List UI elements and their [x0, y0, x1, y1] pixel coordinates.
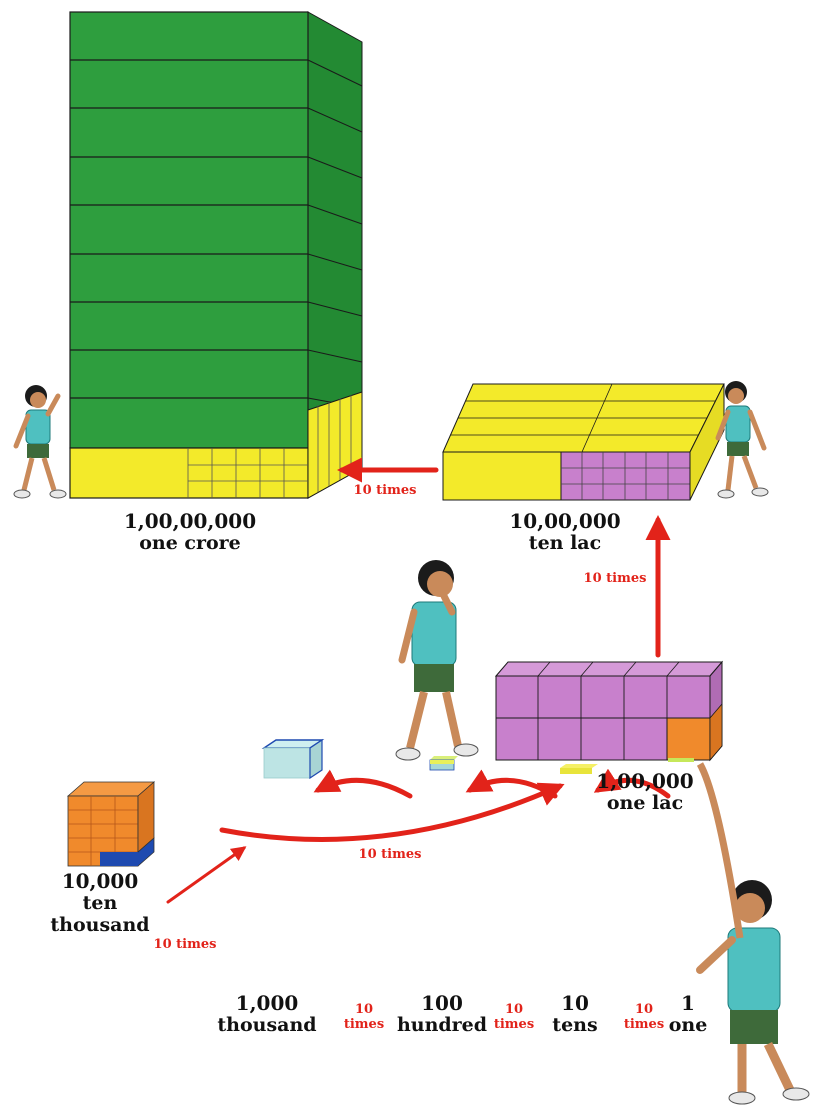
one-crore-block: [69, 11, 363, 499]
label-crore: 1,00,00,000 one crore: [120, 510, 260, 555]
child-holding-stick-icon: [696, 762, 810, 1105]
times-label-one-to-ten: 10 times: [614, 1002, 674, 1033]
label-ten-lac: 10,00,000 ten lac: [495, 510, 635, 555]
arrow-thousand-to-ten-thousand: [166, 846, 247, 904]
thousand-number: 1,000: [235, 991, 299, 1015]
times-label-ten-to-hundred-line2: times: [493, 1016, 535, 1032]
label-ten-thousand: 10,000 ten thousand: [40, 870, 160, 937]
tens-number: 10: [561, 991, 589, 1015]
times-label-ten-lac-to-crore: 10 times: [353, 483, 417, 498]
thousand-block: [261, 738, 325, 780]
times-label-hundred-to-thousand: 10 times: [334, 1002, 394, 1033]
ten-thousand-number: 10,000: [61, 869, 139, 893]
one-lac-block: [494, 660, 724, 762]
label-hundred: 100 hundred: [392, 992, 492, 1037]
lac-number: 1,00,000: [596, 769, 694, 793]
ten-lac-block: [442, 383, 725, 501]
times-label-lac-to-ten-lac: 10 times: [583, 571, 647, 586]
ten-lac-number: 10,00,000: [509, 509, 621, 533]
label-one: 1 one: [664, 992, 712, 1037]
times-label-one-to-ten-line2: times: [623, 1016, 665, 1032]
one-word: one: [668, 1014, 708, 1036]
child-thinking-icon: [395, 560, 479, 761]
arrow-ten-thousand-to-lac: [219, 782, 565, 842]
times-label-hundred-to-thousand-line1: 10: [354, 1002, 374, 1017]
times-label-hundred-to-thousand-line2: times: [343, 1016, 385, 1032]
arrow-one-to-ten: [593, 768, 671, 799]
times-label-one-to-ten-line1: 10: [634, 1002, 654, 1017]
thousand-word: thousand: [217, 1014, 317, 1036]
hundred-block: [429, 756, 458, 771]
arrow-hundred-to-thousand: [313, 769, 413, 799]
times-label-ten-thousand-to-lac: 10 times: [358, 847, 422, 862]
ten-thousand-word-line1: ten: [82, 892, 118, 914]
one-block: [668, 758, 694, 762]
tens-block: [560, 764, 598, 774]
arrow-ten-to-hundred: [465, 769, 558, 799]
tens-word: tens: [552, 1014, 598, 1036]
crore-number: 1,00,00,000: [123, 509, 257, 533]
hundred-word: hundred: [396, 1014, 488, 1036]
label-thousand: 1,000 thousand: [212, 992, 322, 1037]
child-leaning-icon: [715, 381, 769, 499]
label-lac: 1,00,000 one lac: [580, 770, 710, 815]
arrow-lines: [166, 457, 671, 904]
times-label-ten-to-hundred-line1: 10: [504, 1002, 524, 1017]
child-waving-icon: [13, 385, 67, 499]
times-label-thousand-to-ten-thousand: 10 times: [153, 937, 217, 952]
crore-word: one crore: [139, 532, 241, 554]
lac-word: one lac: [606, 792, 684, 814]
ten-lac-word: ten lac: [528, 532, 602, 554]
ten-thousand-word-line2: thousand: [50, 913, 150, 936]
ten-thousand-block: [66, 781, 156, 867]
hundred-number: 100: [421, 991, 463, 1015]
times-label-ten-to-hundred: 10 times: [484, 1002, 544, 1033]
one-number: 1: [681, 991, 695, 1015]
label-tens: 10 tens: [545, 992, 605, 1037]
